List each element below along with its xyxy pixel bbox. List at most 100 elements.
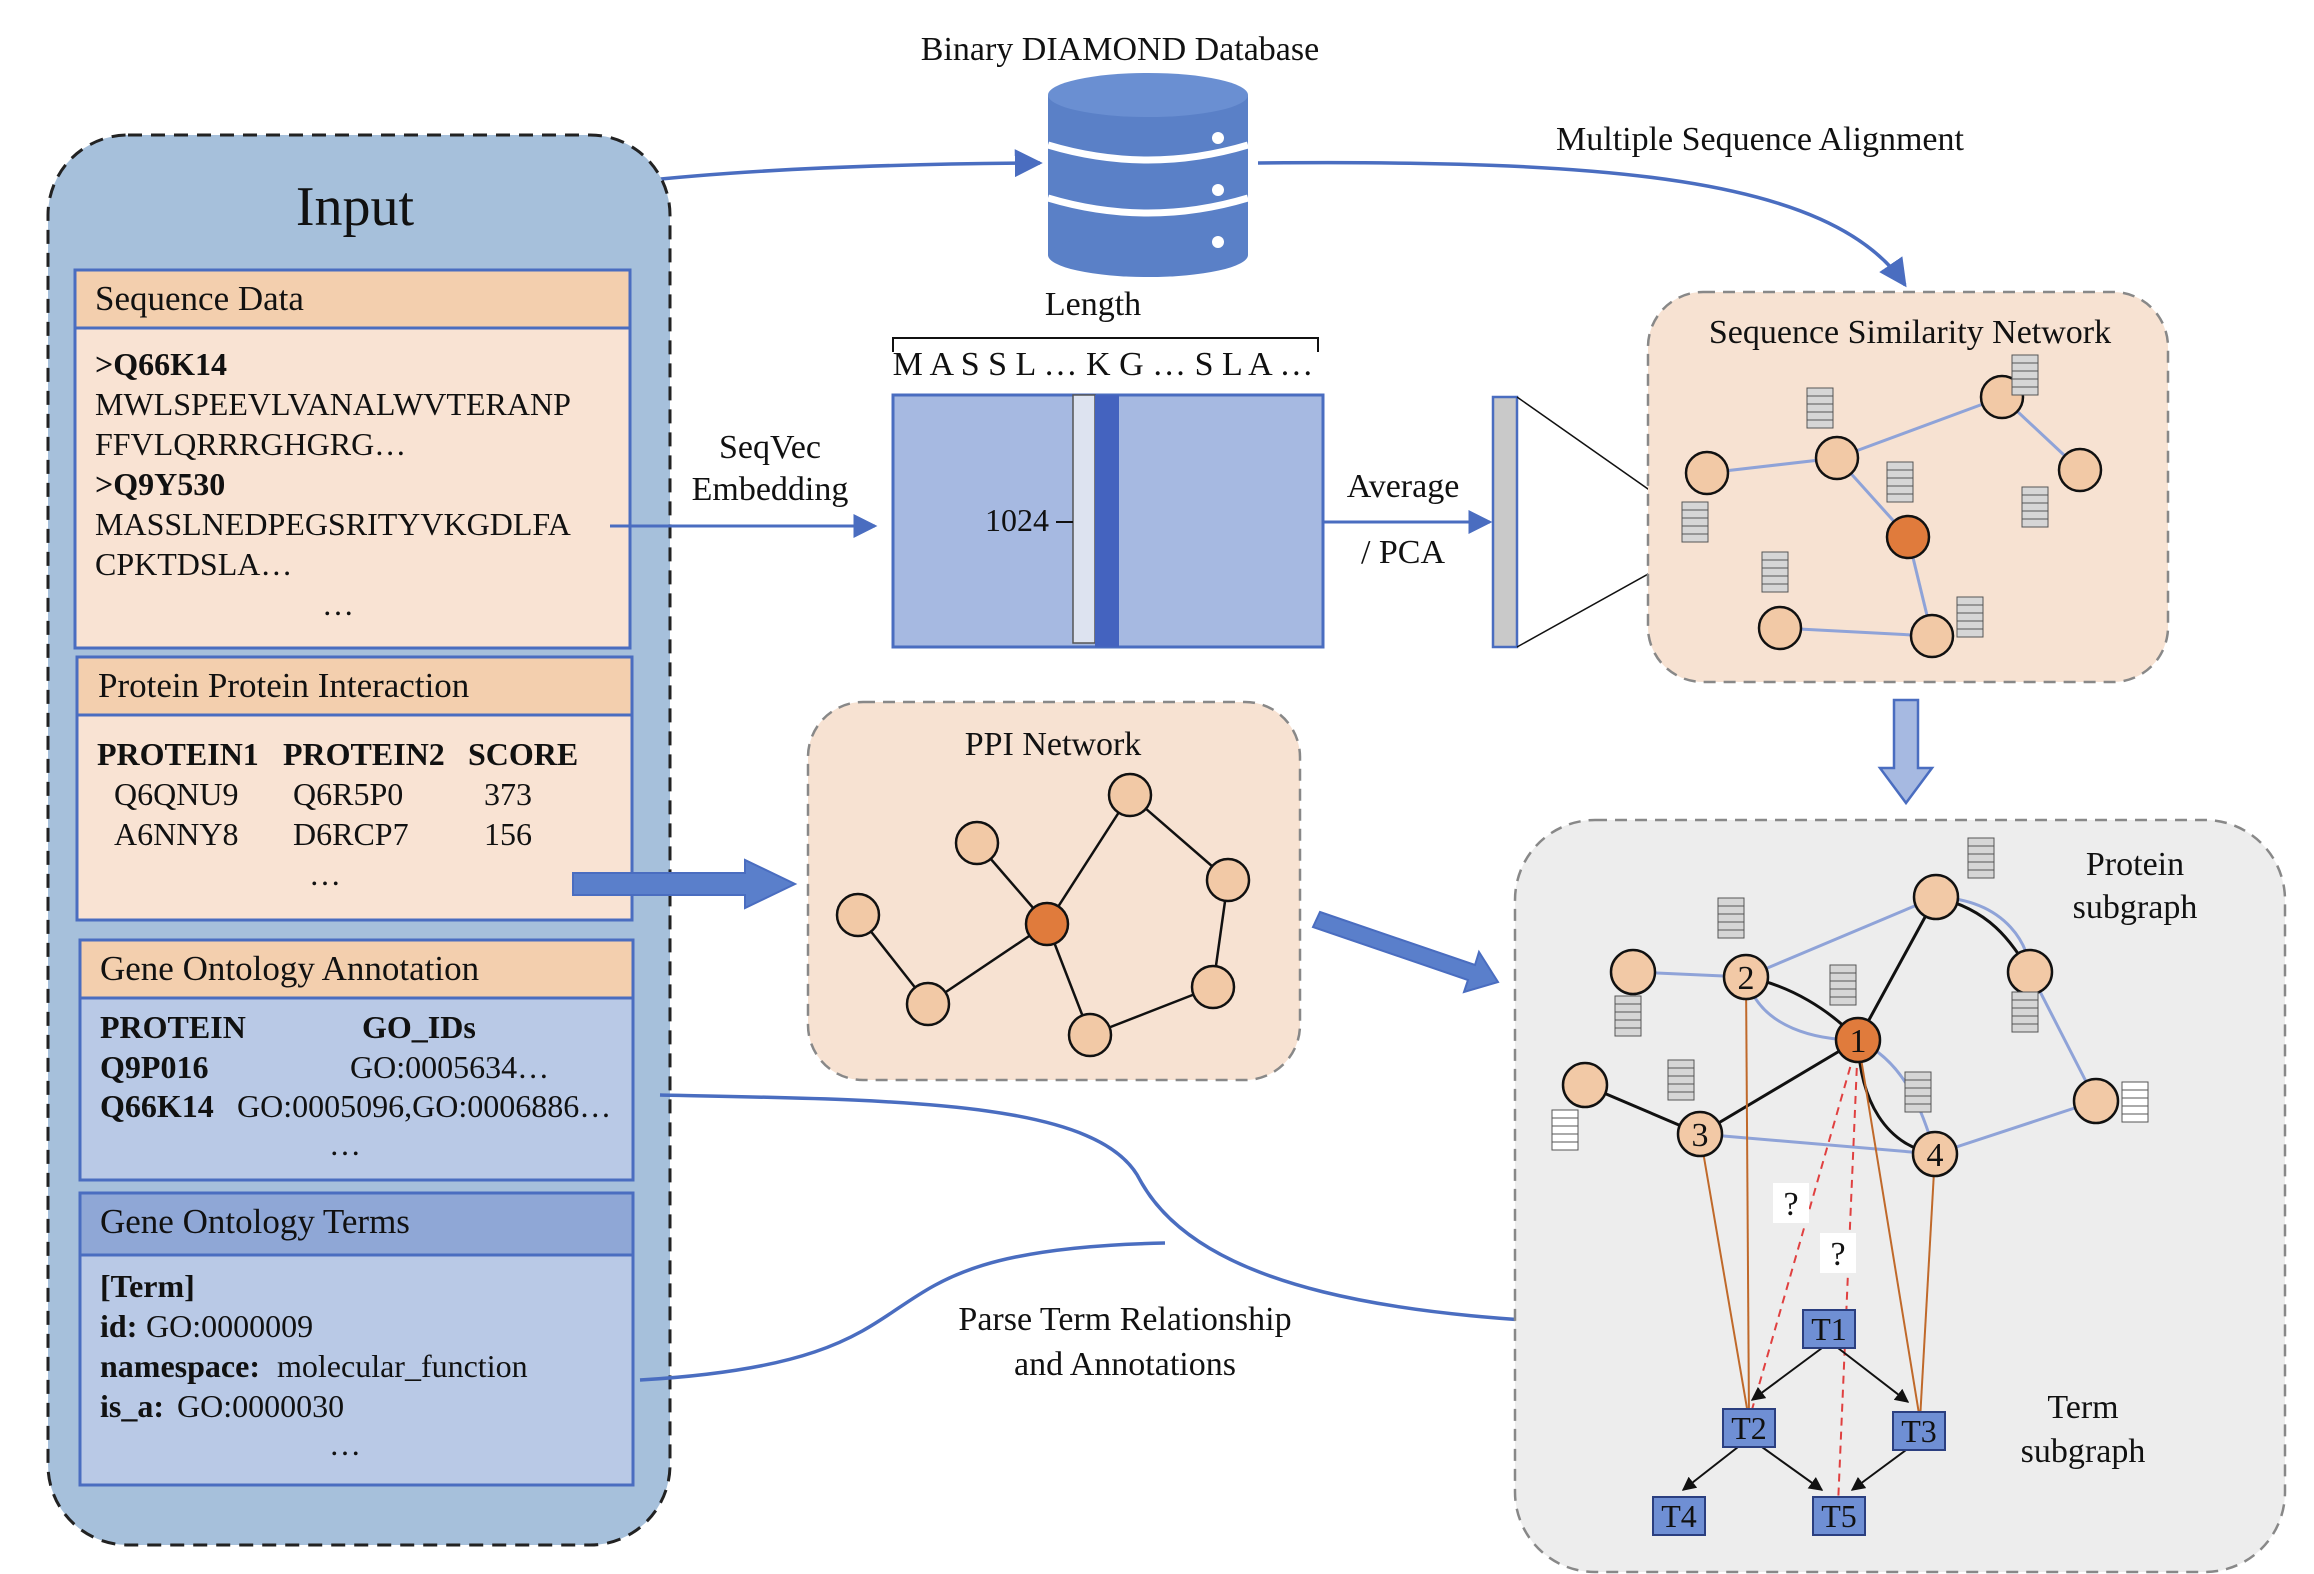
feature-vector-icon — [1904, 1071, 1932, 1113]
msa-label: Multiple Sequence Alignment — [1556, 121, 1964, 158]
ppi-network-to-subgraph-arrow — [1311, 910, 1500, 994]
sequence-line: MWLSPEEVLVANALWVTERANP — [95, 386, 571, 422]
term-node-t4: T4 — [1661, 1498, 1697, 1534]
feature-vector-icon — [2021, 486, 2049, 528]
ppi-ellipsis: … — [309, 856, 341, 892]
go-terms-tag: [Term] — [100, 1268, 195, 1304]
term-node-t3: T3 — [1901, 1413, 1937, 1449]
goa-to-subgraph-curve — [659, 1093, 1648, 1339]
seqvec-label-line2: Embedding — [692, 471, 849, 508]
seqvec-label-line1: SeqVec — [719, 429, 821, 466]
ppi-row-1-score: 373 — [484, 776, 532, 812]
go-annotation-card: Gene Ontology Annotation PROTEIN GO_IDs … — [78, 938, 635, 1182]
embedding-column-outline — [1072, 394, 1096, 644]
ppi-row-2-score: 156 — [484, 816, 532, 852]
goa-row-1-goids: GO:0005634… — [350, 1049, 549, 1085]
go-term-field-namespace-value: molecular_function — [277, 1348, 528, 1384]
protein-subgraph: 1 2 3 4 — [1551, 837, 2149, 1506]
average-label-line1: Average — [1347, 468, 1460, 505]
subgraph-panel — [1513, 818, 2287, 1574]
term-node-t5: T5 — [1821, 1498, 1857, 1534]
go-term-field-id-key: id: — [100, 1308, 137, 1344]
input-title: Input — [296, 176, 415, 238]
length-label: Length — [1045, 286, 1141, 323]
ppi-col-score: SCORE — [468, 736, 578, 772]
question-mark-1: ? — [1783, 1186, 1798, 1223]
subgraph-feature-icons — [1551, 837, 2149, 1151]
ppi-col-protein1: PROTEIN1 — [97, 736, 259, 772]
ppi-row-2-protein2: D6RCP7 — [293, 816, 409, 852]
embedding-sequence-text: M A S S L … K G … S L A … — [893, 346, 1314, 383]
ppi-row-1-protein2: Q6R5P0 — [293, 776, 403, 812]
ssn-title: Sequence Similarity Network — [1709, 314, 2111, 351]
feature-vector-icon — [1886, 461, 1914, 503]
go-term-field-id: id: GO:0000009 — [100, 1308, 313, 1344]
protein-node-4: 4 — [1927, 1137, 1944, 1174]
length-bracket — [892, 337, 1319, 352]
feature-vector-icon — [1967, 837, 1995, 879]
ppi-network-title: PPI Network — [965, 726, 1142, 763]
feature-vector-icon — [2011, 991, 2039, 1033]
term-subgraph-label-line1: Term — [2047, 1389, 2118, 1426]
feature-vector-icon — [1614, 995, 1642, 1037]
protein-subgraph-label-line1: Protein — [2086, 846, 2184, 883]
average-label-line2: / PCA — [1361, 534, 1446, 571]
ppi-network-graph — [835, 772, 1251, 1058]
goa-row-1-protein: Q9P016 — [100, 1049, 208, 1085]
protein-subgraph-label-line2: subgraph — [2073, 889, 2198, 926]
ppi-col-protein2: PROTEIN2 — [283, 736, 445, 772]
feature-vector-icon — [1829, 964, 1857, 1006]
go-term-field-isa: is_a: GO:0000030 — [100, 1388, 344, 1424]
sequence-ellipsis: … — [322, 586, 354, 622]
feature-vector-icon — [1681, 501, 1709, 543]
goa-row-2-protein: Q66K14 — [100, 1088, 214, 1124]
term-subgraph-label-line2: subgraph — [2021, 1433, 2146, 1470]
embedding-column-highlight — [1095, 395, 1119, 647]
parse-label-line1: Parse Term Relationship — [958, 1301, 1291, 1338]
database-icon — [1046, 73, 1250, 277]
ppi-to-network-arrow — [572, 858, 798, 910]
sequence-line: >Q9Y530 — [95, 466, 225, 502]
sequence-line: FFVLQRRRGHGRG… — [95, 426, 406, 462]
question-mark-2: ? — [1830, 1236, 1845, 1273]
go-term-field-isa-value: GO:0000030 — [177, 1388, 344, 1424]
feature-vector-icon — [1761, 551, 1789, 593]
parse-label-line2: and Annotations — [1014, 1346, 1236, 1383]
protein-node-2: 2 — [1738, 960, 1755, 997]
embedding-dim-label: 1024 — [985, 502, 1049, 538]
goa-col-goids: GO_IDs — [362, 1009, 476, 1045]
sequence-line: >Q66K14 — [95, 346, 227, 382]
feature-vector-icon — [1717, 897, 1745, 939]
go-term-field-namespace-key: namespace: — [100, 1348, 260, 1384]
go-terms-header: Gene Ontology Terms — [100, 1202, 410, 1241]
term-node-t2: T2 — [1731, 1410, 1767, 1446]
diagram-title: Binary DIAMOND Database — [921, 31, 1319, 68]
database-to-ssn-arrow — [1257, 160, 1907, 288]
ssn-to-subgraph-arrow — [1877, 698, 1935, 806]
sequence-line: CPKTDSLA… — [95, 546, 292, 582]
ssn-graph — [1681, 354, 2103, 659]
ppi-card: Protein Protein Interaction PROTEIN1 PRO… — [75, 655, 634, 922]
feature-vector-icon — [2121, 1081, 2149, 1123]
feature-vector-icon — [1956, 596, 1984, 638]
embedding-vector — [1491, 395, 1519, 649]
sequence-data-header: Sequence Data — [95, 279, 304, 318]
protein-node-1: 1 — [1850, 1023, 1867, 1060]
goa-ellipsis: … — [329, 1126, 361, 1162]
ppi-row-1-protein1: Q6QNU9 — [114, 776, 238, 812]
feature-vector-icon — [1667, 1059, 1695, 1101]
goa-row-2-goids: GO:0005096,GO:0006886… — [237, 1088, 611, 1124]
protein-node-3: 3 — [1692, 1117, 1709, 1154]
sequence-line: MASSLNEDPEGSRITYVKGDLFA — [95, 506, 571, 542]
term-subgraph: T1 T2 T3 T4 T5 — [1652, 1309, 1946, 1536]
ppi-row-2-protein1: A6NNY8 — [114, 816, 238, 852]
go-term-field-isa-key: is_a: — [100, 1388, 164, 1424]
ssn-feature-icons — [1681, 354, 2049, 638]
ppi-header: Protein Protein Interaction — [98, 666, 469, 705]
sequence-data-card: Sequence Data >Q66K14MWLSPEEVLVANALWVTER… — [73, 268, 632, 650]
feature-vector-icon — [1806, 387, 1834, 429]
go-terms-ellipsis: … — [329, 1426, 361, 1462]
term-node-t1: T1 — [1811, 1311, 1847, 1347]
go-terms-card: Gene Ontology Terms [Term] id: GO:000000… — [78, 1191, 635, 1487]
